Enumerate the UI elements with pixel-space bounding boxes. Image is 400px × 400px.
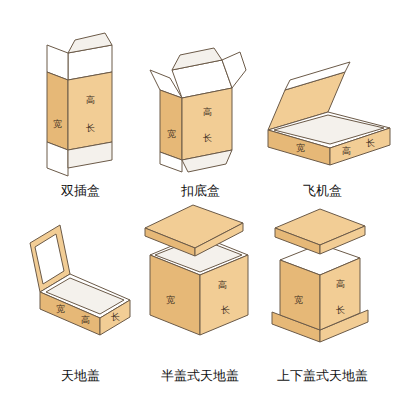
tray-lid-box: [30, 225, 130, 335]
box-type-caption: 扣底盒: [181, 184, 220, 197]
dimension-label: 高: [81, 316, 90, 325]
box-type-caption: 双插盒: [61, 184, 100, 197]
dimension-label: 长: [336, 306, 345, 315]
dimension-label: 长: [203, 134, 212, 143]
dimension-label: 高: [86, 96, 95, 105]
double-tuck-box: [47, 33, 112, 176]
dimension-label: 高: [218, 281, 227, 290]
dimension-label: 高: [203, 108, 212, 117]
box-type-caption: 天地盖: [61, 369, 100, 382]
dimension-label: 宽: [53, 120, 62, 129]
dimension-label: 宽: [294, 296, 303, 305]
box-type-caption: 半盖式天地盖: [161, 369, 239, 382]
mailer-box: [268, 62, 390, 165]
box-type-caption: 飞机盒: [303, 184, 342, 197]
dimension-label: 宽: [167, 130, 176, 139]
dimension-label: 高: [336, 280, 345, 289]
dimension-label: 长: [221, 306, 230, 315]
half-lid-box: [145, 205, 248, 335]
dimension-label: 宽: [56, 305, 65, 314]
dimension-label: 宽: [296, 144, 305, 153]
dimension-label: 高: [342, 147, 351, 156]
box-type-caption: 上下盖式天地盖: [277, 369, 368, 382]
dimension-label: 长: [366, 139, 375, 148]
top-bottom-lid-box: [272, 209, 368, 342]
lock-bottom-box: [150, 48, 246, 172]
dimension-label: 宽: [166, 296, 175, 305]
dimension-label: 长: [111, 313, 120, 322]
dimension-label: 长: [86, 124, 95, 133]
